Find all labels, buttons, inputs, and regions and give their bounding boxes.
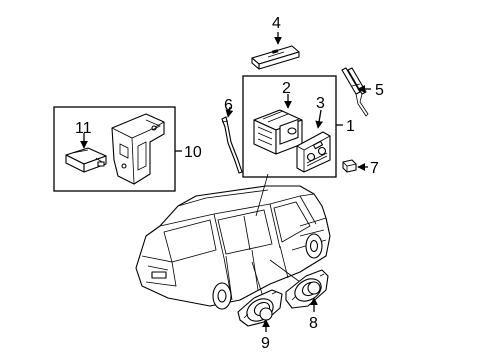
part-10-amplifier	[111, 113, 165, 185]
part-6-antenna-mast	[221, 116, 243, 174]
assembly-10-box	[53, 106, 176, 192]
callout-5: 5	[375, 82, 384, 99]
leader-3	[315, 109, 324, 129]
callout-1: 1	[346, 118, 355, 135]
callout-4: 4	[272, 15, 281, 32]
callout-9: 9	[261, 335, 270, 352]
vehicle-suv	[135, 173, 331, 310]
part-11-module	[65, 147, 107, 173]
callout-10: 10	[184, 144, 202, 161]
part-8-speaker	[285, 269, 329, 309]
part-2-radio-receiver	[253, 109, 303, 155]
leader-6	[225, 106, 234, 118]
callout-8: 8	[309, 315, 318, 332]
part-4-bracket	[251, 45, 300, 70]
part-9-speaker	[237, 289, 283, 327]
part-7-connector	[342, 159, 357, 173]
part-3-control-head	[296, 131, 331, 173]
callout-3: 3	[316, 95, 325, 112]
callout-6: 6	[224, 97, 233, 114]
assembly-1-box	[242, 75, 337, 178]
callout-2: 2	[282, 80, 291, 97]
part-5-antenna-cable	[341, 67, 369, 117]
callout-7: 7	[370, 160, 379, 177]
callout-11: 11	[75, 120, 92, 137]
